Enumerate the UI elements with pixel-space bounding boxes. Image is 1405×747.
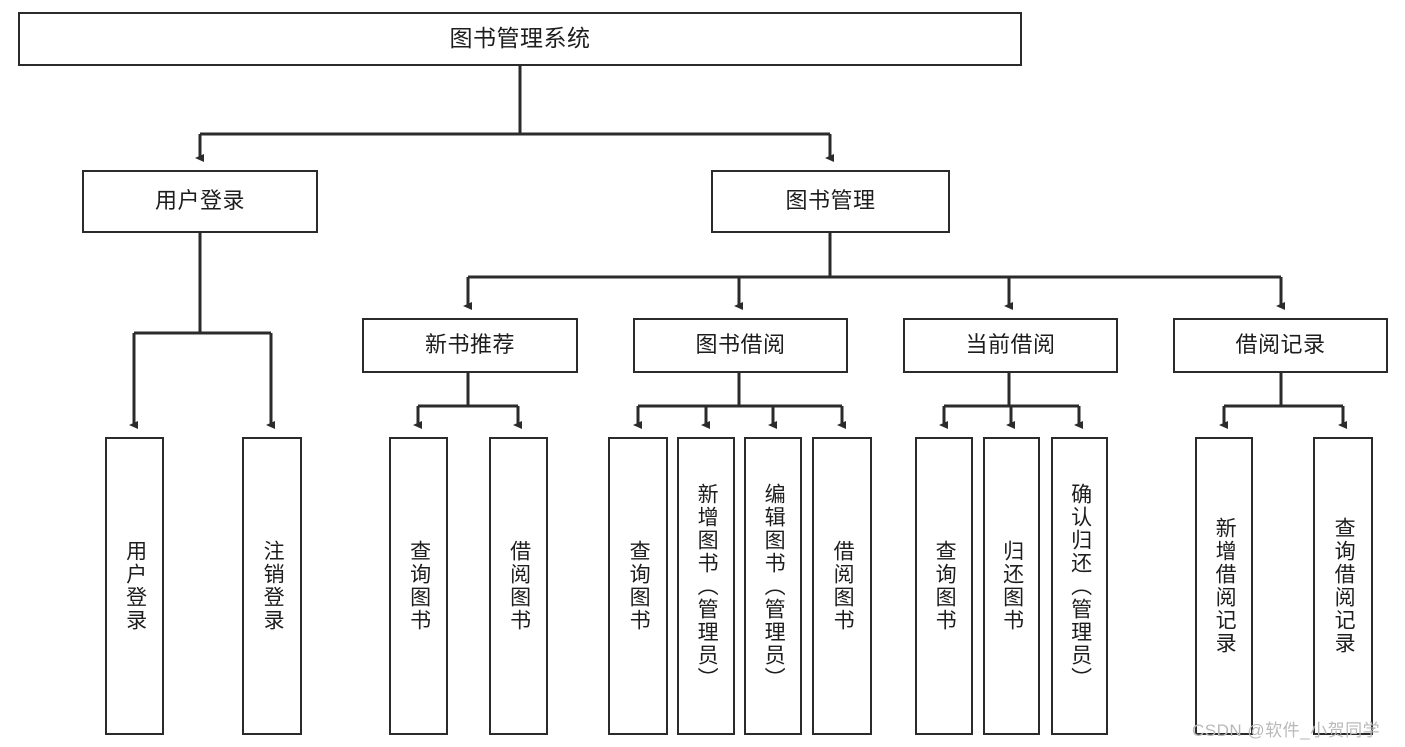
node-label: 用户登录 <box>154 188 245 214</box>
leaf-recommend-query-book[interactable]: 查询图书 <box>389 437 448 735</box>
leaf-current-return-book[interactable]: 归还图书 <box>983 437 1040 735</box>
watermark-text: CSDN @软件_小贺同学 <box>1192 721 1381 740</box>
node-current-borrow[interactable]: 当前借阅 <box>903 318 1118 373</box>
node-label: 新书推荐 <box>424 332 515 358</box>
node-book-borrow[interactable]: 图书借阅 <box>633 318 848 373</box>
node-label: 查询图书 <box>933 540 957 632</box>
node-book-management[interactable]: 图书管理 <box>711 170 950 233</box>
leaf-borrow-borrow-book[interactable]: 借阅图书 <box>812 437 872 735</box>
leaf-current-query-book[interactable]: 查询图书 <box>915 437 973 735</box>
node-label: 图书管理系统 <box>449 25 591 52</box>
node-label: 查询借阅记录 <box>1332 517 1356 655</box>
node-new-book-recommend[interactable]: 新书推荐 <box>362 318 578 373</box>
node-label: 借阅图书 <box>831 540 855 632</box>
node-root-system[interactable]: 图书管理系统 <box>18 12 1022 66</box>
node-label: 图书管理 <box>785 188 876 214</box>
leaf-record-add-record[interactable]: 新增借阅记录 <box>1195 437 1253 735</box>
node-label: 用户登录 <box>123 540 147 632</box>
leaf-borrow-edit-book-admin[interactable]: 编辑图书（管理员） <box>744 437 802 735</box>
node-borrow-record[interactable]: 借阅记录 <box>1173 318 1388 373</box>
node-label: 确认归还（管理员） <box>1068 482 1092 690</box>
node-label: 归还图书 <box>1000 540 1024 632</box>
node-label: 图书借阅 <box>695 332 786 358</box>
leaf-current-confirm-return-admin[interactable]: 确认归还（管理员） <box>1051 437 1108 735</box>
leaf-borrow-add-book-admin[interactable]: 新增图书（管理员） <box>677 437 735 735</box>
leaf-user-login-logout[interactable]: 注销登录 <box>242 437 302 735</box>
leaf-borrow-query-book[interactable]: 查询图书 <box>608 437 668 735</box>
node-user-login[interactable]: 用户登录 <box>82 170 318 233</box>
node-label: 查询图书 <box>627 540 651 632</box>
node-label: 查询图书 <box>407 540 431 632</box>
leaf-record-query-record[interactable]: 查询借阅记录 <box>1313 437 1373 735</box>
node-label: 编辑图书（管理员） <box>762 482 786 690</box>
watermark: CSDN @软件_小贺同学 <box>1192 716 1380 741</box>
node-label: 新增图书（管理员） <box>695 482 719 690</box>
node-label: 当前借阅 <box>965 332 1056 358</box>
leaf-user-login-login[interactable]: 用户登录 <box>105 437 164 735</box>
node-label: 注销登录 <box>261 540 285 632</box>
leaf-recommend-borrow-book[interactable]: 借阅图书 <box>489 437 548 735</box>
node-label: 借阅记录 <box>1235 332 1326 358</box>
node-label: 借阅图书 <box>507 540 531 632</box>
node-label: 新增借阅记录 <box>1213 517 1237 655</box>
